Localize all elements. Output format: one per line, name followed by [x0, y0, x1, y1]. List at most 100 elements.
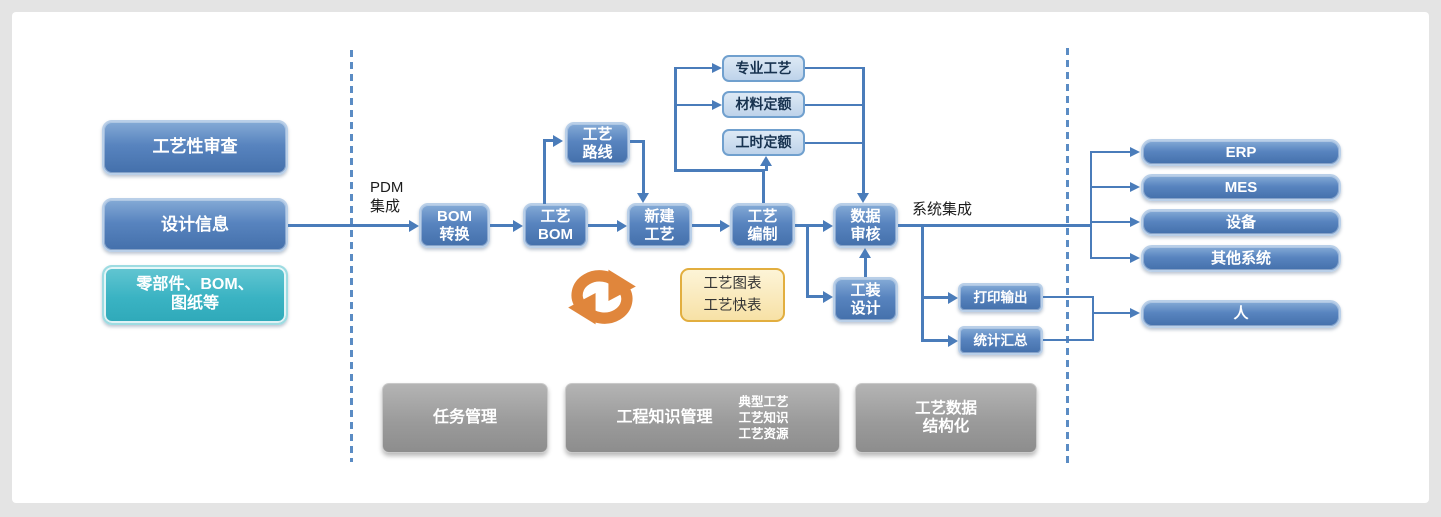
connector-craftcompile-tooling — [806, 226, 809, 298]
connector-datareview-systems — [898, 224, 1092, 227]
arrowhead — [1130, 308, 1140, 318]
connector-to-mes — [1090, 186, 1130, 188]
arrowhead — [637, 193, 649, 203]
box-system-erp-label: ERP — [1225, 143, 1257, 161]
arrowhead — [1130, 147, 1140, 157]
note-craft-tables-label: 工艺图表 工艺快表 — [703, 275, 762, 314]
arrowhead — [617, 220, 627, 232]
arrowhead — [948, 335, 958, 347]
arrowhead — [1130, 217, 1140, 227]
arrowhead — [1130, 182, 1140, 192]
connector-tooling-datareview — [864, 257, 867, 277]
system-integration-label: 系统集成 — [912, 201, 973, 218]
connector-craftcompile-quotas — [674, 169, 765, 172]
box-parts-bom-drawings: 零部件、BOM、 图纸等 — [102, 265, 288, 325]
box-tooling-design: 工装 设计 — [833, 277, 898, 322]
box-task-management-label: 任务管理 — [432, 408, 497, 426]
connector-specialcraft-datareview — [805, 67, 864, 69]
connector-to-othersystem — [1090, 257, 1130, 259]
connector-craftbom-craftroute — [543, 139, 546, 204]
flow-step-bom-convert: BOM 转换 — [419, 203, 490, 248]
box-system-equipment: 设备 — [1141, 209, 1341, 236]
box-craft-data-structured-label: 工艺数据 结构化 — [914, 399, 977, 435]
box-knowledge-management-label: 工程知识管理 — [616, 408, 713, 426]
connector-to-stats — [921, 339, 948, 342]
box-special-craft-label: 专业工艺 — [735, 60, 792, 77]
connector-craftcompile-quotas — [762, 169, 765, 203]
arrowhead — [720, 220, 730, 232]
box-material-quota: 材料定额 — [722, 91, 805, 118]
box-human-label: 人 — [1233, 305, 1249, 323]
connector-designinfo-bomconvert — [288, 224, 409, 227]
arrowhead — [760, 156, 772, 166]
flow-step-craft-bom-label: 工艺 BOM — [538, 207, 573, 243]
flow-step-craft-bom: 工艺 BOM — [523, 203, 588, 248]
flow-step-craft-compile: 工艺 编制 — [730, 203, 795, 248]
arrowhead — [409, 220, 419, 232]
connector-craftbom-craftroute — [543, 139, 554, 142]
box-design-info-label: 设计信息 — [161, 214, 229, 234]
arrowhead — [823, 291, 833, 303]
note-craft-tables: 工艺图表 工艺快表 — [680, 268, 785, 322]
connector-quotas-datareview — [862, 67, 865, 193]
box-craft-data-structured: 工艺数据 结构化 — [855, 383, 1037, 453]
arrowhead — [712, 100, 722, 110]
arrowhead — [553, 135, 563, 147]
box-stats-summary: 统计汇总 — [958, 326, 1043, 355]
connector-craftbom-newcraft — [588, 224, 617, 227]
box-parts-bom-drawings-label: 零部件、BOM、 图纸等 — [136, 276, 254, 312]
connector-to-erp — [1090, 151, 1130, 153]
arrowhead — [859, 248, 871, 258]
connector-craftcompile-datareview — [795, 224, 823, 227]
connector-craftcompile-tooling — [806, 295, 823, 298]
connector-to-material-quota — [676, 104, 712, 106]
zone-divider-left-dashed-line — [350, 50, 353, 462]
arrowhead — [857, 193, 869, 203]
box-craft-route-label: 工艺 路线 — [582, 125, 613, 161]
box-stats-summary-label: 统计汇总 — [973, 332, 1028, 348]
box-process-review-label: 工艺性审查 — [152, 137, 238, 157]
box-tooling-design-label: 工装 设计 — [850, 281, 881, 317]
box-system-erp: ERP — [1141, 139, 1341, 166]
box-print-output: 打印输出 — [958, 283, 1043, 312]
flow-step-data-review-label: 数据 审核 — [850, 207, 881, 243]
flow-step-bom-convert-label: BOM 转换 — [437, 207, 472, 243]
arrowhead — [823, 220, 833, 232]
connector-systems-trunk — [1090, 151, 1092, 259]
flow-step-craft-compile-label: 工艺 编制 — [747, 207, 778, 243]
box-process-review: 工艺性审查 — [102, 120, 288, 175]
box-print-output-label: 打印输出 — [973, 289, 1028, 305]
box-material-quota-label: 材料定额 — [735, 96, 792, 113]
connector-newcraft-craftcompile — [692, 224, 720, 227]
flow-step-new-craft-label: 新建 工艺 — [644, 207, 675, 243]
connector-craftcompile-quotas — [674, 67, 677, 172]
box-task-management: 任务管理 — [382, 383, 548, 453]
box-system-other: 其他系统 — [1141, 245, 1341, 272]
box-system-other-label: 其他系统 — [1210, 249, 1271, 267]
arrowhead — [1130, 253, 1140, 263]
box-system-mes: MES — [1141, 174, 1341, 201]
box-craft-route: 工艺 路线 — [565, 122, 630, 165]
box-special-craft: 专业工艺 — [722, 55, 805, 82]
box-human: 人 — [1141, 300, 1341, 328]
box-system-mes-label: MES — [1224, 178, 1258, 196]
zone-divider-right-dashed-line — [1066, 48, 1069, 463]
connector-to-human — [1092, 312, 1130, 314]
flow-step-new-craft: 新建 工艺 — [627, 203, 692, 248]
arrowhead — [513, 220, 523, 232]
knowledge-items-note: 典型工艺 工艺知识 工艺资源 — [738, 394, 789, 442]
arrowhead — [948, 292, 958, 304]
connector-to-print — [921, 296, 948, 299]
box-hour-quota: 工时定额 — [722, 129, 805, 156]
connector-output-trunk — [921, 226, 924, 341]
arrowhead — [712, 63, 722, 73]
connector-craftroute-newcraft — [630, 140, 645, 143]
flow-step-data-review: 数据 审核 — [833, 203, 898, 248]
connector-hourquota-datareview — [805, 142, 864, 144]
connector-materialquota-datareview — [805, 104, 864, 106]
box-knowledge-management: 工程知识管理 典型工艺 工艺知识 工艺资源 — [565, 383, 840, 453]
box-system-equipment-label: 设备 — [1225, 213, 1256, 231]
sync-refresh-icon — [568, 269, 636, 325]
connector-print-human — [1043, 296, 1094, 298]
